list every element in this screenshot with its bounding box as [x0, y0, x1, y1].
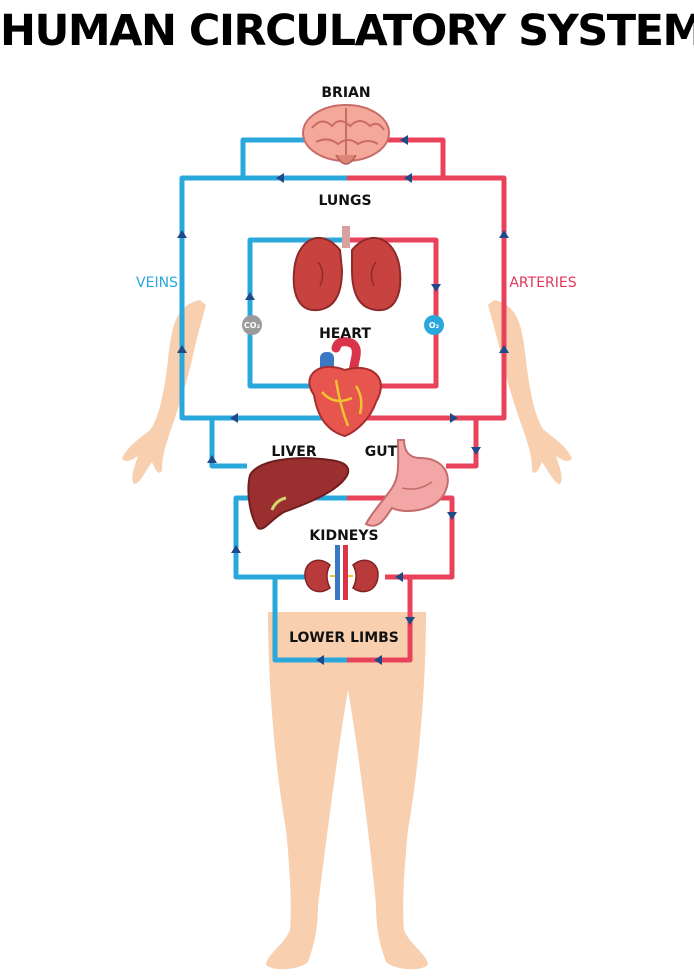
- co2-marker: CO₂: [242, 315, 262, 335]
- vein-lung-loop: [247, 237, 347, 389]
- arrow-icon: [207, 455, 217, 463]
- artery-gut-loop: [347, 415, 479, 469]
- arrow-icon: [431, 284, 441, 292]
- svg-text:CO₂: CO₂: [244, 321, 261, 330]
- arrow-icon: [499, 230, 509, 238]
- body-silhouette: [122, 300, 572, 970]
- label-arteries: ARTERIES: [509, 275, 576, 291]
- label-heart: HEART: [319, 326, 371, 342]
- arrow-icon: [404, 173, 412, 183]
- arrow-icon: [471, 447, 481, 455]
- vein-gut-loop: [209, 415, 347, 469]
- o2-marker: O₂: [424, 315, 444, 335]
- artery-lung-loop: [347, 237, 439, 389]
- label-lungs: LUNGS: [318, 193, 371, 209]
- arrow-icon: [400, 135, 408, 145]
- label-lower-limbs: LOWER LIMBS: [289, 630, 399, 646]
- svg-text:O₂: O₂: [429, 321, 440, 330]
- arrow-icon: [374, 655, 382, 665]
- arrow-icon: [395, 572, 403, 582]
- arrow-icon: [450, 413, 458, 423]
- label-kidneys: KIDNEYS: [309, 528, 378, 544]
- lungs-icon: [292, 226, 402, 312]
- kidneys-icon: [304, 545, 379, 600]
- vein-limbs-loop: [272, 574, 347, 663]
- arrow-icon: [231, 545, 241, 553]
- label-liver: LIVER: [271, 444, 317, 460]
- arrow-icon: [230, 413, 238, 423]
- arrow-icon: [316, 655, 324, 665]
- arrow-icon: [245, 292, 255, 300]
- arrow-icon: [405, 617, 415, 625]
- arrow-icon: [499, 345, 509, 353]
- heart-icon: [308, 337, 382, 438]
- label-gut: GUT: [365, 444, 398, 460]
- torso-and-legs: [266, 612, 428, 970]
- gut-icon: [364, 439, 449, 527]
- right-arm: [488, 300, 572, 484]
- brain-icon: [302, 104, 390, 165]
- arrow-icon: [177, 230, 187, 238]
- label-veins: VEINS: [136, 275, 178, 291]
- arrow-icon: [447, 512, 457, 520]
- page-title: HUMAN CIRCULATORY SYSTEM: [0, 6, 694, 56]
- flow-arrows: [177, 135, 509, 665]
- left-arm: [122, 300, 206, 484]
- liver-icon: [247, 457, 350, 530]
- label-brain: BRIAN: [321, 85, 370, 101]
- arrow-icon: [276, 173, 284, 183]
- arrow-icon: [177, 345, 187, 353]
